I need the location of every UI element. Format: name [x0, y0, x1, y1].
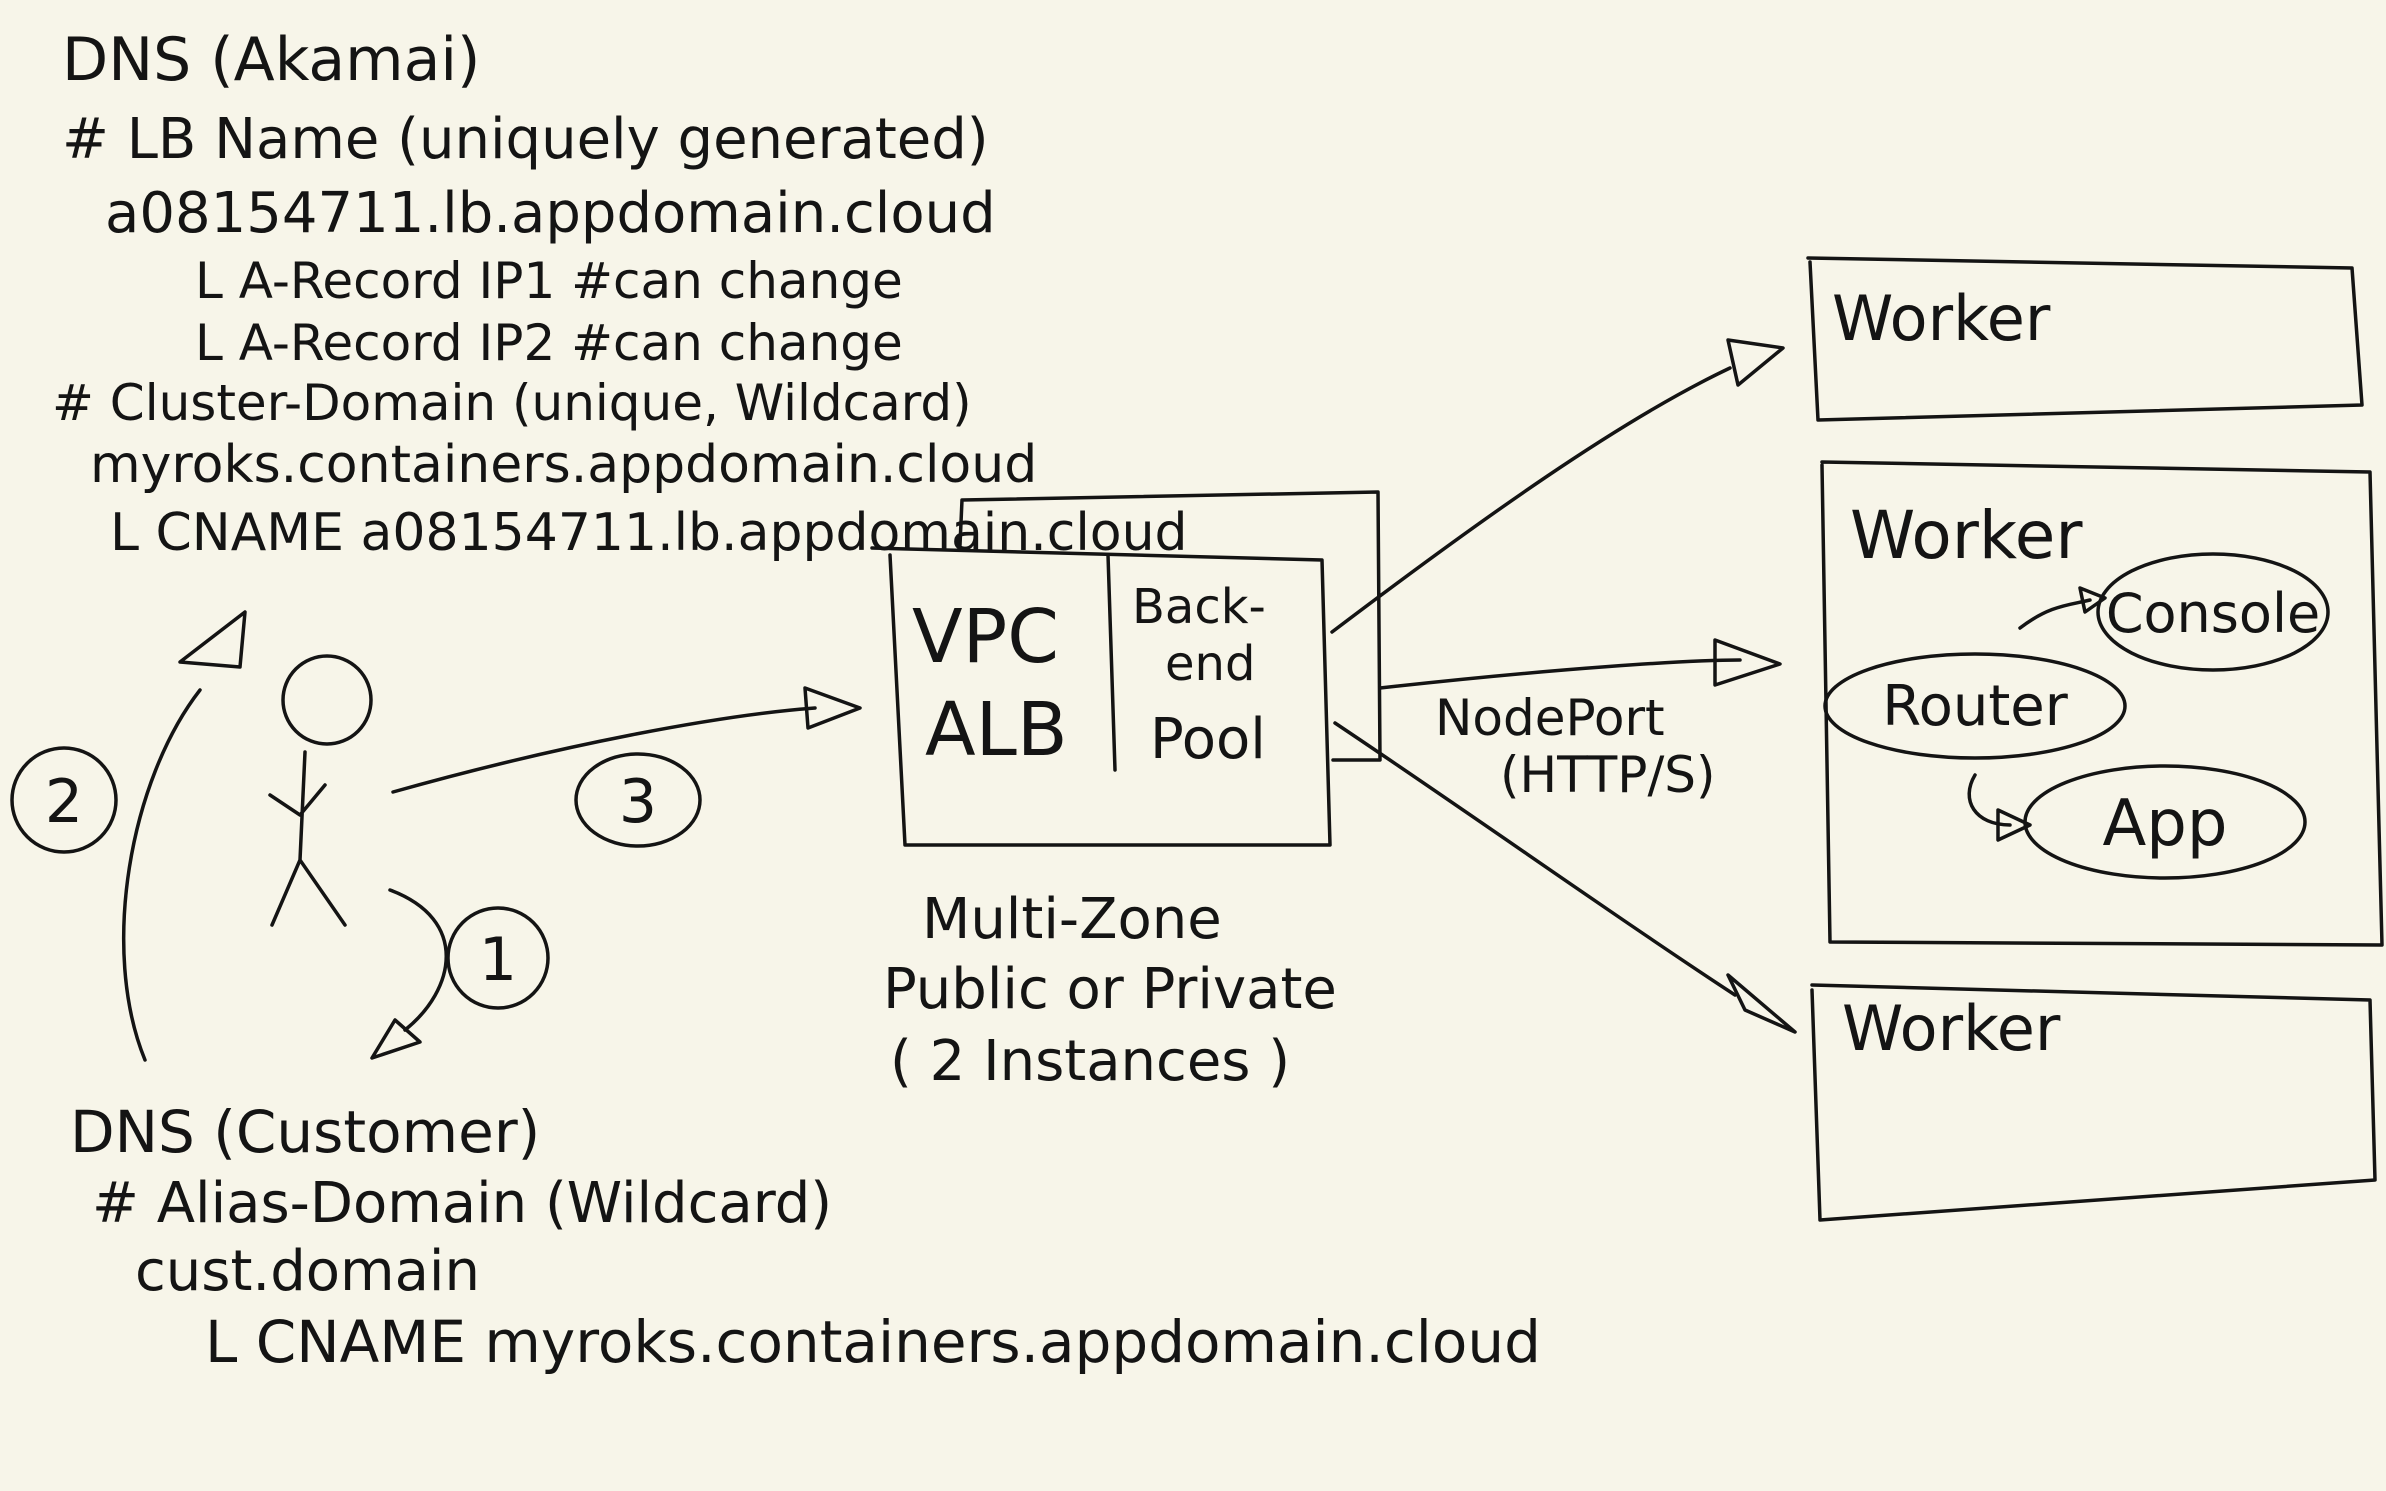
- router-to-console-line: [2018, 598, 2092, 630]
- alb-pool-label: Pool: [1150, 707, 1266, 772]
- alias-cname-record: L CNAME myroks.containers.appdomain.clou…: [205, 1308, 1541, 1376]
- worker-bottom-label: Worker: [1842, 992, 2061, 1065]
- a-record-1: L A-Record IP1 #can change: [195, 252, 903, 310]
- arrow-to-top-worker-line: [1330, 366, 1732, 634]
- akamai-dns-block: DNS (Akamai) # LB Name (uniquely generat…: [52, 25, 1188, 563]
- step-3-arrow-line: [391, 706, 817, 794]
- step-2-flow: 2: [10, 610, 247, 1062]
- router-to-console-head: [2078, 586, 2107, 614]
- alb-caption-line-3: ( 2 Instances ): [890, 1029, 1290, 1094]
- alb-to-workers-flow: NodePort (HTTP/S): [1330, 338, 1797, 1034]
- worker-top-label: Worker: [1832, 282, 2051, 355]
- step-1-label: 1: [479, 925, 517, 995]
- alias-domain-comment: # Alias-Domain (Wildcard): [92, 1171, 832, 1236]
- a-record-2: L A-Record IP2 #can change: [195, 314, 903, 372]
- worker-middle-shape: [1820, 460, 2384, 947]
- arrow-to-bottom-worker-head: [1726, 973, 1797, 1034]
- router-to-app-line: [1967, 773, 2012, 827]
- step-1-arrow-line: [388, 888, 448, 1032]
- cluster-domain-value: myroks.containers.appdomain.cloud: [90, 435, 1037, 495]
- console-bubble: [2096, 552, 2330, 672]
- alb-caption-line-1: Multi-Zone: [922, 887, 1222, 952]
- app-label: App: [2102, 787, 2227, 861]
- alb-caption-line-2: Public or Private: [883, 957, 1337, 1022]
- arrow-to-top-worker-head: [1726, 338, 1785, 387]
- router-to-app-head: [1996, 808, 2032, 842]
- customer-dns-title: DNS (Customer): [70, 1098, 540, 1166]
- alb-backend-label-2: end: [1165, 636, 1255, 692]
- step-1-arrowhead: [370, 1018, 422, 1060]
- arrow-to-middle-worker-head: [1713, 638, 1782, 687]
- step-1-badge: [446, 906, 550, 1010]
- alb-alb-label: ALB: [925, 687, 1068, 773]
- alias-domain-value: cust.domain: [135, 1239, 480, 1304]
- user-figure: [268, 654, 373, 927]
- lb-name-value: a08154711.lb.appdomain.cloud: [105, 181, 996, 246]
- vpc-alb: VPC ALB Back- end Pool Multi-Zone Public…: [870, 490, 1382, 1094]
- alb-instance-2-shape: [958, 490, 1382, 762]
- step-2-arrow-line: [121, 688, 202, 1062]
- nodeport-label: NodePort: [1435, 689, 1665, 747]
- worker-bottom: Worker: [1810, 983, 2377, 1222]
- step-2-arrowhead: [178, 610, 247, 669]
- cluster-domain-comment: # Cluster-Domain (unique, Wildcard): [52, 374, 972, 432]
- alb-vpc-label: VPC: [912, 594, 1059, 680]
- step-3-arrowhead: [803, 686, 862, 730]
- console-label: Console: [2106, 582, 2320, 645]
- lb-name-comment: # LB Name (uniquely generated): [62, 107, 989, 172]
- worker-top-shape: [1806, 256, 2364, 422]
- customer-dns-block: DNS (Customer) # Alias-Domain (Wildcard)…: [70, 1098, 1541, 1376]
- step-2-label: 2: [45, 767, 83, 837]
- alb-backend-label-1: Back-: [1132, 579, 1266, 635]
- step-3-badge: [574, 752, 702, 848]
- cluster-cname-record: L CNAME a08154711.lb.appdomain.cloud: [110, 503, 1188, 563]
- step-2-badge: [10, 746, 118, 854]
- step-3-flow: 3: [391, 686, 862, 848]
- nodeport-protocol-label: (HTTP/S): [1500, 746, 1716, 804]
- user-body-shape: [268, 750, 347, 927]
- router-bubble: [1823, 652, 2127, 760]
- alb-divider-line: [1106, 553, 1117, 772]
- arrow-to-bottom-worker-line: [1333, 721, 1737, 997]
- worker-middle: Worker Console Router App: [1820, 460, 2384, 947]
- worker-bottom-shape: [1810, 983, 2377, 1222]
- worker-middle-label: Worker: [1850, 497, 2083, 574]
- router-label: Router: [1882, 674, 2069, 739]
- alb-instance-1-shape: [870, 546, 1332, 847]
- step-1-flow: 1: [370, 888, 550, 1060]
- user-head-shape: [281, 654, 373, 746]
- akamai-dns-title: DNS (Akamai): [62, 25, 480, 95]
- worker-top: Worker: [1806, 256, 2364, 422]
- step-3-label: 3: [619, 767, 657, 837]
- arrow-to-middle-worker-line: [1378, 658, 1742, 690]
